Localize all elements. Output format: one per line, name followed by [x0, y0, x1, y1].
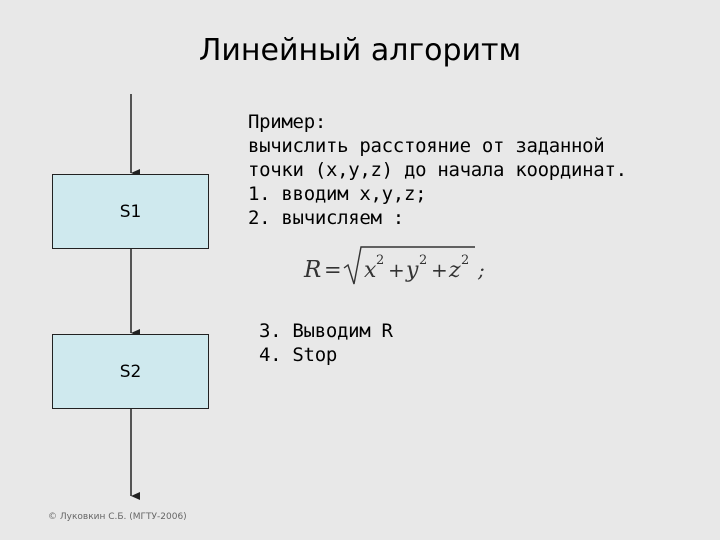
example-step-3: 3. Выводим R — [259, 320, 393, 342]
formula-y: y — [405, 258, 419, 283]
formula-z: z — [448, 258, 461, 283]
distance-formula: R = x 2 + y 2 + z 2 ; — [303, 246, 485, 285]
example-step-1: 1. вводим x,y,z; — [248, 183, 427, 205]
formula-equals: = — [324, 258, 342, 282]
formula-x: x — [364, 258, 377, 283]
process-block-s2: S2 — [52, 334, 209, 409]
copyright-footer: © Луковкин С.Б. (МГТУ-2006) — [48, 512, 187, 522]
example-step-4: 4. Stop — [259, 344, 337, 366]
formula-y-exp: 2 — [419, 253, 427, 268]
formula-end: ; — [477, 258, 485, 282]
formula-z-exp: 2 — [461, 253, 469, 268]
sqrt-sign-icon — [343, 246, 475, 285]
example-line-2: точки (x,y,z) до начала координат. — [248, 159, 627, 181]
formula-x-exp: 2 — [376, 253, 384, 268]
example-step-2: 2. вычисляем : — [248, 207, 404, 229]
example-line-1: вычислить расстояние от заданной — [248, 135, 605, 157]
formula-lhs: R — [303, 257, 321, 283]
example-heading: Пример: — [248, 111, 326, 133]
formula-plus-2: + — [431, 258, 448, 282]
process-block-s1-label: S1 — [119, 201, 142, 222]
formula-plus-1: + — [388, 258, 405, 282]
process-block-s1: S1 — [52, 174, 209, 249]
process-block-s2-label: S2 — [119, 361, 142, 382]
slide-title: Линейный алгоритм — [198, 33, 522, 68]
